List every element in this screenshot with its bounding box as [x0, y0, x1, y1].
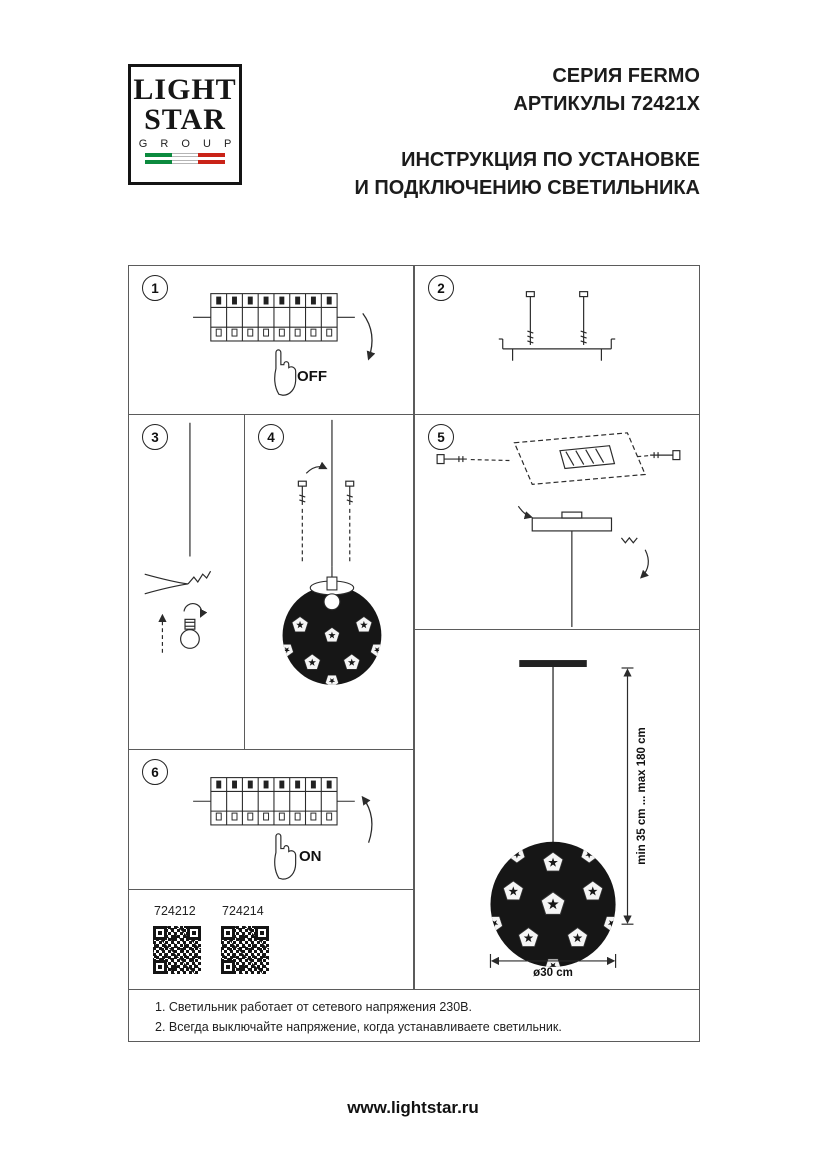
- step-3-number: 3: [151, 429, 159, 445]
- canopy-mounting-illustration: [436, 432, 681, 628]
- step-2-badge: 2: [428, 275, 454, 301]
- diameter-dimension-label: ø30 cm: [533, 967, 573, 979]
- mounting-bracket-illustration: [498, 291, 616, 361]
- on-label: ON: [299, 848, 322, 865]
- website-url: www.lightstar.ru: [347, 1098, 479, 1117]
- instruction-title: ИНСТРУКЦИЯ ПО УСТАНОВКЕ И ПОДКЛЮЧЕНИЮ СВ…: [354, 146, 700, 202]
- notes-panel: 1. Светильник работает от сетевого напря…: [128, 989, 700, 1042]
- articles-title: АРТИКУЛЫ 72421X: [513, 93, 700, 115]
- circuit-breaker-on-illustration: [192, 777, 373, 880]
- circuit-breaker-off-illustration: [192, 293, 376, 396]
- safety-notes: 1. Светильник работает от сетевого напря…: [155, 997, 562, 1037]
- step-4-panel: 4: [244, 414, 414, 750]
- article-codes-panel: 724212 724214: [128, 889, 414, 990]
- logo-word-light: LIGHT: [133, 73, 237, 106]
- note-line-2: 2. Всегда выключайте напряжение, когда у…: [155, 1020, 562, 1034]
- step-6-number: 6: [151, 764, 159, 780]
- article-code-724214: 724214: [222, 904, 264, 918]
- height-dimension-label: min 35 cm ... max 180 cm: [636, 727, 648, 865]
- lightstar-logo: LIGHT STAR G R O U P: [128, 64, 242, 185]
- logo-word-star: STAR: [144, 103, 226, 136]
- italian-flag-stripe: [145, 153, 226, 157]
- instruction-title-line1: ИНСТРУКЦИЯ ПО УСТАНОВКЕ: [401, 149, 700, 171]
- step-1-panel: 1 OFF: [128, 265, 414, 415]
- step-1-badge: 1: [142, 275, 168, 301]
- step-4-badge: 4: [258, 424, 284, 450]
- step-3-panel: 3: [128, 414, 245, 750]
- qr-code-724214: [221, 926, 269, 974]
- step-5-number: 5: [437, 429, 445, 445]
- pendant-dimensions-panel: [414, 629, 700, 990]
- wire-twist-and-bulb-illustration: [144, 422, 212, 653]
- header-series-block: СЕРИЯ FERMO АРТИКУЛЫ 72421X: [513, 62, 700, 118]
- step-5-badge: 5: [428, 424, 454, 450]
- step-4-number: 4: [267, 429, 275, 445]
- logo-word-group: G R O U P: [138, 138, 237, 150]
- qr-code-724212: [153, 926, 201, 974]
- italian-flag-stripe: [145, 160, 226, 164]
- instruction-title-line2: И ПОДКЛЮЧЕНИЮ СВЕТИЛЬНИКА: [354, 177, 700, 199]
- off-label: OFF: [297, 368, 327, 385]
- article-code-724212: 724212: [154, 904, 196, 918]
- step-3-badge: 3: [142, 424, 168, 450]
- note-line-1: 1. Светильник работает от сетевого напря…: [155, 1000, 472, 1014]
- step-6-badge: 6: [142, 759, 168, 785]
- step-1-number: 1: [151, 280, 159, 296]
- step-5-panel: 5: [414, 414, 700, 630]
- series-title: СЕРИЯ FERMO: [552, 65, 700, 87]
- step-2-number: 2: [437, 280, 445, 296]
- step-6-panel: 6 ON: [128, 749, 414, 890]
- shade-assembly-illustration: [282, 419, 382, 685]
- step-2-panel: 2: [414, 265, 700, 415]
- pendant-lamp-drawing: [489, 660, 634, 968]
